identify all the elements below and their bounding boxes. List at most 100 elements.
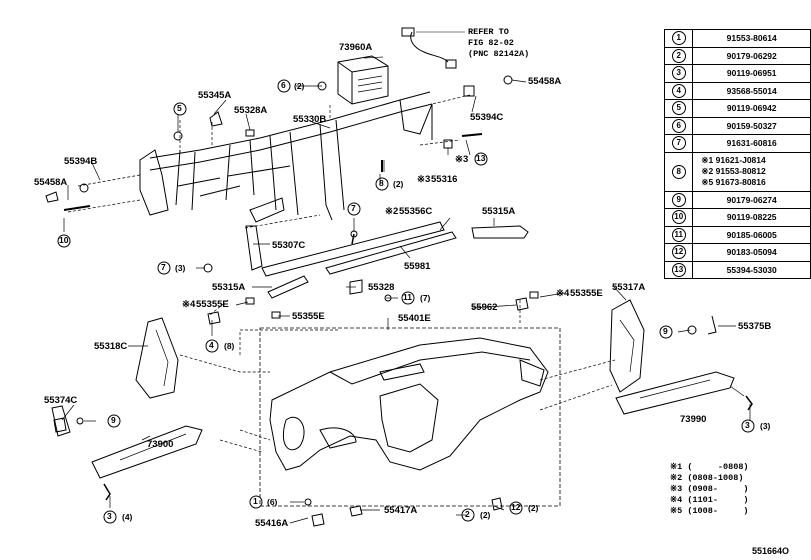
label-55307c: 55307C (272, 240, 306, 251)
label-73990: 73990 (680, 414, 707, 425)
part-number-multi: ※1 91621-J0814※2 91553-80812※5 91673-808… (692, 151, 811, 192)
row-number: 6 (671, 118, 686, 133)
note-line: ※5 (1008- ) (670, 506, 749, 516)
label-73900: 73900 (147, 439, 174, 450)
label-13-note: ※3 (455, 154, 469, 165)
callout-3b-number: 3 (107, 511, 112, 521)
callout-6-number: 6 (281, 80, 286, 90)
qty-11: (7) (420, 293, 431, 303)
label-55315a-right: 55315A (482, 206, 516, 217)
callout-7b-number: 7 (161, 262, 166, 272)
part-number: 90159-50327 (692, 116, 811, 135)
callout-3-number: 3 (745, 420, 750, 430)
label-55330b: 55330B (293, 114, 327, 125)
cover-55315a-mid (267, 275, 309, 299)
label-55356c-note: ※2 (385, 206, 399, 217)
part-number: 91553-80614 (692, 29, 811, 48)
label-73960a: 73960A (339, 42, 373, 53)
table-row: 3 90119-06951 (663, 64, 811, 83)
part-number: 90183-05094 (692, 243, 811, 262)
label-55458a-right: 55458A (528, 76, 562, 87)
label-55375b: 55375B (738, 321, 772, 332)
callout-7-number: 7 (351, 203, 356, 213)
label-55355e-right: 55355E (570, 288, 603, 299)
label-55355e-right-note: ※4 (556, 288, 570, 299)
bracket-55374c (51, 405, 71, 437)
part-number: 90179-06274 (692, 190, 811, 209)
row-number: 7 (671, 136, 686, 151)
qty-3b: (4) (122, 512, 133, 522)
callout-12-number: 12 (511, 502, 521, 512)
note-line: ※4 (1101- ) (670, 495, 749, 505)
row-number: 12 (671, 245, 686, 260)
label-55328a: 55328A (234, 105, 268, 116)
row-number: 9 (671, 192, 686, 207)
part-number: ※5 91673-80816 (701, 177, 766, 187)
cover-55317a (609, 299, 645, 393)
part-number: 90185-06005 (692, 225, 811, 244)
callout-4-number: 4 (209, 340, 214, 350)
part-number: 90119-06951 (692, 64, 811, 83)
refer-line-3: (PNC 82142A) (468, 49, 530, 59)
label-55374c: 55374C (44, 395, 78, 406)
qty-12: (2) (528, 503, 539, 513)
callout-10-number: 10 (59, 235, 69, 245)
qty-8: (2) (393, 179, 404, 189)
panel-73990 (615, 371, 735, 415)
label-55416a: 55416A (255, 518, 289, 529)
connector-end (445, 59, 457, 69)
panel-73900 (91, 425, 203, 479)
row-number: 2 (671, 48, 686, 63)
refer-line-2: FIG 82-02 (468, 38, 514, 48)
bracket-55307c (245, 225, 263, 271)
label-55317a: 55317A (612, 282, 646, 293)
leader-lines-dashed (67, 94, 616, 453)
label-55458a-left: 55458A (34, 177, 68, 188)
row-number: 10 (671, 210, 686, 225)
label-55355e-left: 55355E (196, 299, 229, 310)
note-line: ※3 (0908- ) (670, 484, 749, 494)
qty-1: (6) (267, 497, 278, 507)
callout-1-number: 1 (253, 496, 258, 506)
leader-lines (61, 56, 751, 524)
label-55394c: 55394C (470, 112, 504, 123)
row-number: 3 (671, 66, 686, 81)
part-number: 93568-55014 (692, 81, 811, 100)
qty-3: (3) (760, 421, 771, 431)
label-55318c: 55318C (94, 341, 128, 352)
note-line: ※2 (0808-1008) (670, 473, 744, 483)
qty-6: (2) (294, 81, 305, 91)
reinforcement-beam-drawing (139, 91, 433, 223)
instrument-panel-drawing (269, 337, 549, 471)
label-55328: 55328 (368, 282, 395, 293)
label-55401e: 55401E (398, 313, 431, 324)
label-55316-note: ※3 (417, 174, 431, 185)
callout-circles (57, 79, 755, 524)
part-number: ※2 91553-80812 (701, 166, 766, 176)
note-line: ※1 ( -0808) (670, 462, 749, 472)
table-row: 12 90183-05094 (663, 243, 811, 262)
cover-55315a-right (471, 225, 529, 239)
row-number: 5 (671, 101, 686, 116)
refer-line-1: REFER TO (468, 27, 509, 37)
table-row: 8※1 91621-J0814※2 91553-80812※5 91673-80… (663, 151, 811, 192)
table-row: 6 90159-50327 (663, 116, 811, 135)
part-number: 90119-08225 (692, 208, 811, 227)
label-55316: 55316 (431, 174, 458, 185)
table-row: 10 90119-08225 (663, 208, 811, 227)
callout-5-number: 5 (177, 103, 182, 113)
date-range-notes: ※1 ( -0808) ※2 (0808-1008) ※3 (0908- ) ※… (670, 462, 749, 517)
label-55981: 55981 (404, 261, 431, 272)
fastener-parts (45, 75, 753, 527)
strip-55981 (325, 231, 457, 275)
wire-harness (410, 31, 449, 63)
qty-2: (2) (480, 510, 491, 520)
airbag-module-drawing (337, 55, 389, 105)
